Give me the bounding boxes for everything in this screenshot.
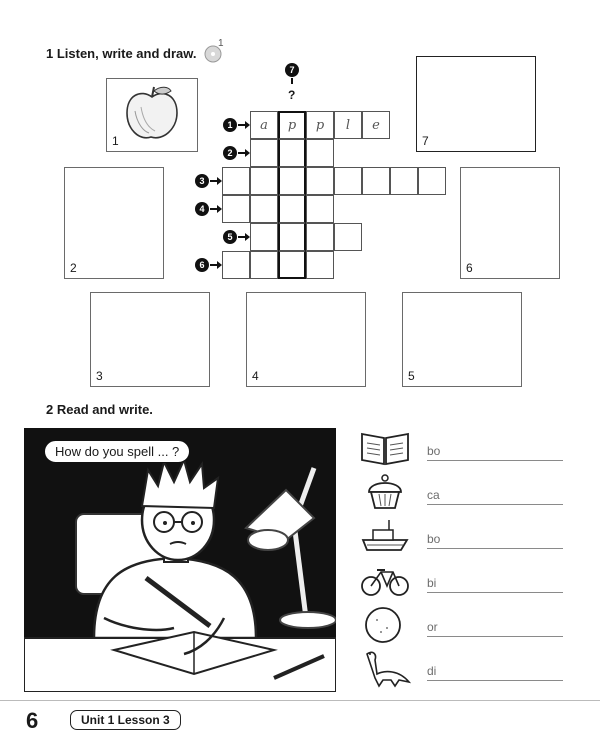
crossword-cell[interactable] [250,223,278,251]
clue-5-marker: 5 [223,230,237,244]
clue-3-marker: 3 [195,174,209,188]
page-number: 6 [26,708,39,733]
crossword-cell[interactable] [250,167,278,195]
orange-icon [365,607,401,643]
crossword-cell[interactable] [362,167,390,195]
word-prompt: ca [427,488,440,502]
picture-box-7[interactable]: 7 [416,56,536,152]
crossword-cell[interactable] [334,223,362,251]
word-prompt: bo [427,444,441,458]
answer-line[interactable] [427,504,563,505]
word-prompt: or [427,620,438,634]
exercise-2-heading: 2 Read and write. [46,402,153,417]
answer-line[interactable] [427,680,563,681]
clue-4-arrow [210,205,222,213]
crossword-key-cell[interactable] [278,139,306,167]
crossword-cell[interactable] [306,195,334,223]
crossword-cell[interactable] [250,195,278,223]
clue-7-arrow [291,78,293,84]
exercise-1-heading: 1 Listen, write and draw. [46,46,197,61]
picture-box-4[interactable]: 4 [246,292,366,387]
picture-box-2[interactable]: 2 [64,167,164,279]
picture-box-1: 1 [106,78,198,152]
apple-icon [126,86,178,139]
footer-divider [0,700,600,701]
crossword-key-cell[interactable]: p [278,111,306,139]
boat-icon [361,520,409,551]
word-prompt: bi [427,576,437,590]
crossword-grid: 7 ? 1 a p p l e 2 3 4 5 6 [0,0,600,300]
crossword-cell[interactable]: e [362,111,390,139]
audio-cd-icon[interactable]: 1 [204,38,224,63]
audio-track-number: 1 [218,38,224,49]
box-number: 4 [252,369,259,383]
answer-line[interactable] [427,592,563,593]
crossword-cell[interactable]: l [334,111,362,139]
clue-3-arrow [210,177,222,185]
answer-line[interactable] [427,548,563,549]
clue-6-arrow [210,261,222,269]
word-prompt: bo [427,532,441,546]
clue-4-marker: 4 [195,202,209,216]
clue-2-marker: 2 [223,146,237,160]
clue-6-marker: 6 [195,258,209,272]
crossword-key-cell[interactable] [278,167,306,195]
crossword-key-cell[interactable] [278,195,306,223]
crossword-cell[interactable] [334,167,362,195]
clue-1-arrow [238,121,250,129]
crossword-key-cell[interactable] [278,223,306,251]
speech-bubble: How do you spell ... ? [44,440,191,463]
box-number: 1 [112,134,119,148]
crossword-cell[interactable] [306,223,334,251]
crossword-cell[interactable] [306,251,334,279]
crossword-cell[interactable] [222,251,250,279]
mystery-word-mark: ? [288,88,296,102]
word-prompt: di [427,664,437,678]
box-number: 3 [96,369,103,383]
read-and-write-list: bo ca bo bi or di [355,426,585,696]
picture-box-3[interactable]: 3 [90,292,210,387]
picture-box-6[interactable]: 6 [460,167,560,279]
clue-7-marker: 7 [285,63,299,77]
answer-line[interactable] [427,460,563,461]
picture-box-5[interactable]: 5 [402,292,522,387]
box-number: 5 [408,369,415,383]
crossword-cell[interactable] [250,139,278,167]
dinosaur-icon [366,651,411,688]
crossword-key-cell[interactable] [278,251,306,279]
crossword-cell[interactable] [222,167,250,195]
clue-5-arrow [238,233,250,241]
crossword-cell[interactable]: p [306,111,334,139]
crossword-cell[interactable] [250,251,278,279]
crossword-cell[interactable] [306,139,334,167]
crossword-cell[interactable] [418,167,446,195]
box-number: 6 [466,261,473,275]
book-icon [361,432,409,466]
box-number: 2 [70,261,77,275]
crossword-cell[interactable] [222,195,250,223]
bike-icon [361,569,409,596]
crossword-cell[interactable] [390,167,418,195]
crossword-cell[interactable]: a [250,111,278,139]
unit-lesson-label: Unit 1 Lesson 3 [70,710,181,730]
boy-studying-illustration [24,428,336,692]
crossword-cell[interactable] [306,167,334,195]
clue-2-arrow [238,149,250,157]
answer-line[interactable] [427,636,563,637]
clue-1-marker: 1 [223,118,237,132]
box-number: 7 [422,134,429,148]
cake-icon [368,474,402,509]
